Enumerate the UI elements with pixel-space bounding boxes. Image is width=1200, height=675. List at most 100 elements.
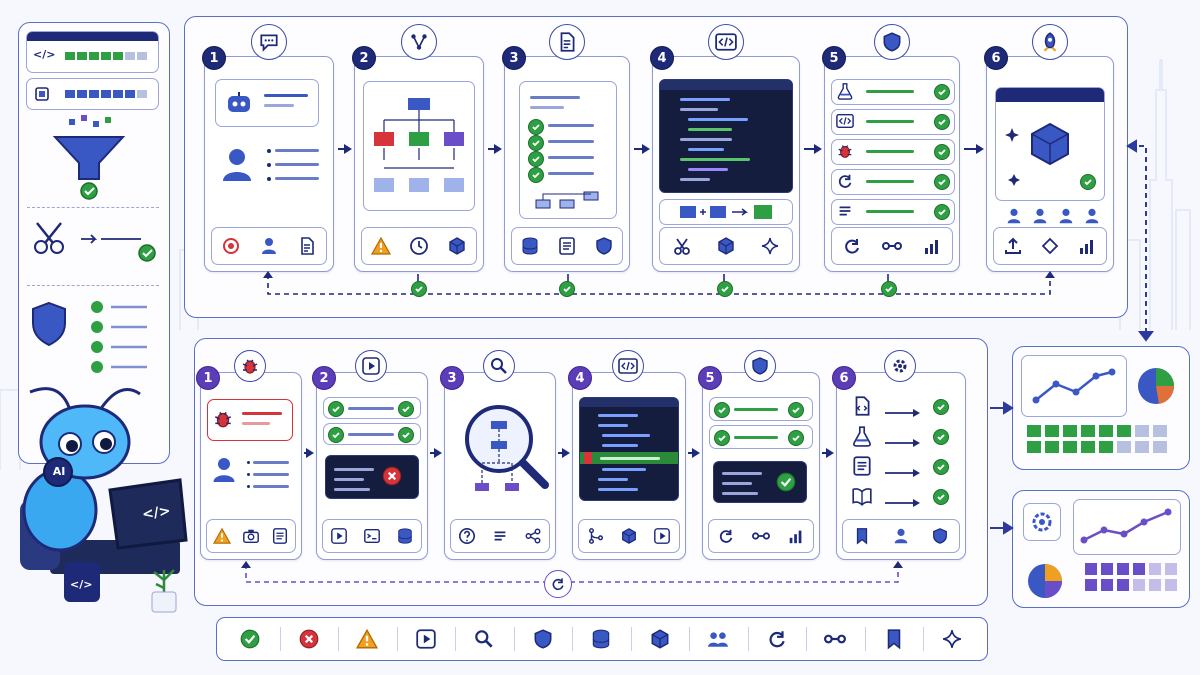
bar-chart-icon[interactable] [912, 228, 952, 264]
warning-icon[interactable] [207, 520, 236, 552]
cube-icon[interactable] [612, 520, 645, 552]
text-line [680, 138, 732, 141]
check-icon [714, 430, 730, 446]
refresh-icon[interactable] [832, 228, 872, 264]
upload-icon[interactable] [994, 228, 1031, 264]
error-icon [382, 466, 402, 486]
warning-icon [356, 628, 378, 649]
chat-bubble [215, 79, 319, 127]
text-line [275, 177, 319, 180]
cube-icon [449, 237, 465, 255]
bug-step-card-2[interactable] [316, 372, 428, 560]
step-number-badge: 2 [312, 366, 336, 390]
check-icon [934, 84, 950, 100]
error-icon [381, 465, 403, 491]
pipeline-icon[interactable] [744, 520, 779, 552]
target-icon[interactable] [212, 228, 250, 264]
tag-icon[interactable] [1031, 228, 1068, 264]
check-icon [933, 429, 949, 445]
share-icon[interactable] [516, 520, 549, 552]
document-icon[interactable] [288, 228, 326, 264]
legend-cube-icon [633, 618, 687, 660]
cube-icon[interactable] [704, 228, 748, 264]
upload-icon [1004, 237, 1021, 254]
gear-icon [893, 359, 907, 373]
clock-icon[interactable] [400, 228, 438, 264]
database-icon[interactable] [512, 228, 549, 264]
sparkle-icon[interactable] [748, 228, 792, 264]
checklist-icon[interactable] [266, 520, 295, 552]
cube-icon[interactable] [438, 228, 476, 264]
text-line [866, 180, 914, 183]
step-tool-strip [708, 519, 814, 553]
pie-chart-icon [1138, 368, 1175, 404]
play-icon[interactable] [646, 520, 679, 552]
shield-icon[interactable] [920, 520, 959, 552]
legend-check-icon [223, 618, 277, 660]
step-card-1[interactable] [204, 56, 334, 272]
text-line [600, 457, 660, 460]
gear-icon [1032, 512, 1052, 532]
bar-chart-icon[interactable] [778, 520, 813, 552]
legend-separator [747, 627, 749, 651]
branch-icon[interactable] [579, 520, 612, 552]
check-icon [933, 459, 949, 475]
step-card-3[interactable] [504, 56, 630, 272]
bookmark-icon[interactable] [843, 520, 882, 552]
checklist-icon[interactable] [549, 228, 586, 264]
camera-icon[interactable] [236, 520, 265, 552]
clock-icon [410, 237, 428, 255]
test-row-5 [831, 199, 955, 225]
user-icon[interactable] [250, 228, 288, 264]
puzzle-panel [659, 199, 793, 225]
document-icon [301, 237, 314, 255]
legend-separator [864, 627, 866, 651]
legend-play-icon [399, 618, 453, 660]
feedback-loop-bottom [240, 560, 904, 594]
refresh-icon [838, 174, 852, 188]
legend-search-icon [457, 618, 511, 660]
loop-refresh-icon[interactable] [544, 570, 572, 598]
step-card-6[interactable] [986, 56, 1114, 272]
text-line [334, 468, 374, 471]
user-icon[interactable] [882, 520, 921, 552]
text-line [264, 104, 294, 107]
step-card-5[interactable] [824, 56, 960, 272]
ai-bug-mascot [20, 387, 188, 613]
bug-step-card-6[interactable] [836, 372, 966, 560]
bug-step-3-header-icon [483, 350, 515, 382]
shield-icon [752, 357, 768, 375]
verify-row-1 [709, 397, 813, 421]
divider [27, 207, 159, 208]
play-icon[interactable] [323, 520, 356, 552]
bug-step-card-4[interactable] [572, 372, 686, 560]
text-line [866, 150, 914, 153]
text-line [680, 158, 750, 161]
flask-icon [853, 426, 871, 447]
mug-code-label: </> [70, 578, 93, 591]
bar-chart-icon[interactable] [1069, 228, 1106, 264]
step-number-badge: 6 [832, 366, 856, 390]
warning-icon[interactable] [362, 228, 400, 264]
terminal-icon[interactable] [356, 520, 389, 552]
feedback-loop-top [262, 270, 1062, 308]
checklist-icon [273, 528, 288, 544]
pipeline-icon[interactable] [872, 228, 912, 264]
bug-step-card-5[interactable] [702, 372, 820, 560]
bug-step-card-3[interactable] [444, 372, 556, 560]
step-card-4[interactable] [652, 56, 800, 272]
step-card-2[interactable] [354, 56, 484, 272]
users-icon [708, 632, 728, 647]
flow-arrow [802, 140, 824, 159]
scissors-icon[interactable] [660, 228, 704, 264]
list-icon[interactable] [484, 520, 517, 552]
bug-step-card-1[interactable] [200, 372, 302, 560]
question-icon[interactable] [451, 520, 484, 552]
refresh-icon[interactable] [709, 520, 744, 552]
shield-icon[interactable] [585, 228, 622, 264]
database-icon[interactable] [388, 520, 421, 552]
legend-users-icon [691, 618, 745, 660]
repro-step-1 [323, 397, 421, 419]
step-number-badge: 3 [502, 46, 526, 70]
refresh-icon [769, 631, 785, 648]
